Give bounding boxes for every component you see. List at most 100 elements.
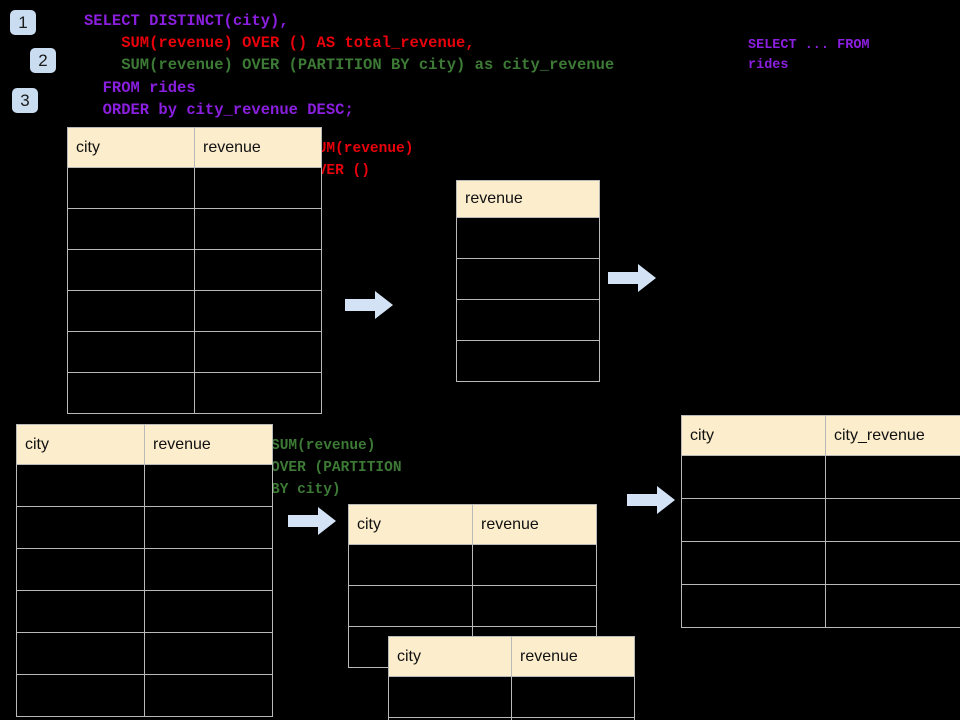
sql-line-3: SUM(revenue) OVER (PARTITION BY city) as… (84, 56, 615, 74)
table-row (67, 167, 322, 209)
sql-line-2: SUM(revenue) OVER () AS total_revenue, (84, 34, 475, 52)
table-cell (681, 541, 826, 585)
table-row (681, 584, 960, 628)
sql-line-4: FROM rides (84, 79, 196, 97)
arrow-partition-to-result (627, 486, 675, 514)
table-cell (511, 717, 635, 720)
table-rides-source-bottom: city revenue (16, 424, 273, 717)
table-row (456, 299, 600, 341)
sql-line-1: SELECT DISTINCT(city), (84, 12, 289, 30)
table-cell (348, 585, 473, 627)
table-cell (472, 585, 597, 627)
table-row (67, 290, 322, 332)
table-cell (681, 498, 826, 542)
sql-line-5: ORDER by city_revenue DESC; (84, 101, 354, 119)
table-total-revenue: revenue (456, 180, 600, 382)
step-badge-1-label: 1 (18, 13, 28, 32)
step-badge-3[interactable]: 3 (12, 88, 38, 113)
table-cell (194, 372, 322, 414)
table-row (388, 676, 635, 718)
table-cell (194, 249, 322, 291)
table-header-row: revenue (456, 180, 600, 218)
table-cell (16, 464, 145, 507)
table-row (348, 544, 597, 586)
table-row (67, 208, 322, 250)
table-row (67, 249, 322, 291)
table-cell (144, 632, 273, 675)
table-row (16, 674, 273, 717)
table-row (681, 455, 960, 499)
table-row (67, 372, 322, 414)
annotation-sum-over-partition: SUM(revenue) OVER (PARTITION BY city) (271, 438, 402, 498)
arrow-source-to-total (345, 291, 393, 319)
table-cell (144, 464, 273, 507)
table-cell (456, 299, 600, 341)
table-header-row: city city_revenue (681, 415, 960, 456)
table-header-row: city revenue (67, 127, 322, 168)
table-cell (144, 548, 273, 591)
arrow-total-to-result (608, 264, 656, 292)
table-row (16, 464, 273, 507)
table-row (456, 340, 600, 382)
table-cell (16, 548, 145, 591)
table-cell (456, 258, 600, 300)
annotation-sum-over-empty: SUM(revenue) OVER () (309, 141, 414, 179)
table-cell (388, 676, 512, 718)
table-cell (194, 208, 322, 250)
column-header-revenue: revenue (144, 424, 273, 465)
table-cell (681, 455, 826, 499)
table-cell (144, 674, 273, 717)
table-row (681, 541, 960, 585)
table-row (681, 498, 960, 542)
column-header-city: city (16, 424, 145, 465)
table-cell (456, 340, 600, 382)
table-cell (16, 506, 145, 549)
table-cell (67, 372, 195, 414)
column-header-city: city (348, 504, 473, 545)
column-header-revenue: revenue (472, 504, 597, 545)
table-cell (681, 584, 826, 628)
table-cell (67, 331, 195, 373)
table-cell (16, 590, 145, 633)
step-badge-3-label: 3 (20, 91, 30, 110)
arrow-source-to-partition (288, 507, 336, 535)
table-row (456, 258, 600, 300)
table-row (456, 217, 600, 259)
annotation-select-from: SELECT ... FROM rides (748, 38, 870, 73)
table-cell (456, 217, 600, 259)
table-cell (825, 498, 960, 542)
table-cell (511, 676, 635, 718)
table-cell (67, 290, 195, 332)
column-header-revenue: revenue (194, 127, 322, 168)
table-cell (144, 506, 273, 549)
table-cell (67, 167, 195, 209)
table-cell (194, 167, 322, 209)
column-header-city: city (67, 127, 195, 168)
table-row (67, 331, 322, 373)
table-cell (67, 249, 195, 291)
table-cell (16, 674, 145, 717)
table-row (16, 506, 273, 549)
table-cell (194, 331, 322, 373)
table-partition-group-front: city revenue (388, 636, 635, 720)
table-cell (472, 544, 597, 586)
table-row (388, 717, 635, 720)
table-rides-source-top: city revenue (67, 127, 322, 414)
column-header-revenue: revenue (456, 180, 600, 218)
table-header-row: city revenue (388, 636, 635, 677)
table-cell (16, 632, 145, 675)
table-final-result: city city_revenue (681, 415, 960, 628)
table-header-row: city revenue (16, 424, 273, 465)
column-header-city: city (681, 415, 826, 456)
table-cell (144, 590, 273, 633)
table-header-row: city revenue (348, 504, 597, 545)
table-cell (67, 208, 195, 250)
column-header-city: city (388, 636, 512, 677)
step-badge-1[interactable]: 1 (10, 10, 36, 35)
table-cell (825, 584, 960, 628)
table-row (348, 585, 597, 627)
column-header-city-revenue: city_revenue (825, 415, 960, 456)
table-row (16, 548, 273, 591)
step-badge-2[interactable]: 2 (30, 48, 56, 73)
